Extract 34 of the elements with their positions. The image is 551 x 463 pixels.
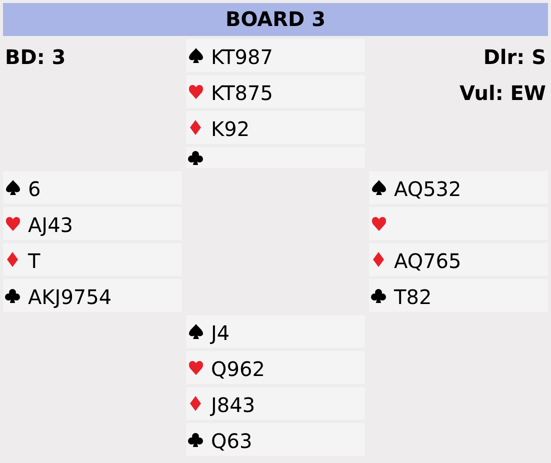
- suit-row: [3, 171, 182, 204]
- suit-row: [369, 171, 548, 204]
- suit-row: [186, 423, 365, 456]
- suit-row: [186, 39, 365, 72]
- suit-row: [3, 207, 182, 240]
- suit-row: [369, 279, 548, 312]
- dealer-label: Dlr: S: [483, 45, 546, 69]
- suit-row: [3, 243, 182, 276]
- card-holding: KT987: [211, 44, 273, 68]
- board-number: BD: 3: [5, 45, 66, 69]
- suit-row: [186, 315, 365, 348]
- card-holding: T: [28, 248, 40, 272]
- suit-row: [186, 351, 365, 384]
- suit-row: [186, 75, 365, 108]
- vulnerability-label: Vul: EW: [459, 81, 546, 105]
- suit-row: [186, 387, 365, 420]
- card-holding: AJ43: [28, 212, 74, 236]
- suit-row: [186, 147, 365, 168]
- card-holding: AQ532: [394, 176, 462, 200]
- card-holding: AKJ9754: [28, 284, 112, 308]
- card-holding: KT875: [211, 80, 273, 104]
- card-holding: K92: [211, 116, 250, 140]
- card-holding: J843: [211, 392, 256, 416]
- suit-row: [369, 243, 548, 276]
- suit-row: [369, 207, 548, 240]
- card-holding: AQ765: [394, 248, 462, 272]
- title-bar: BOARD 3: [3, 3, 548, 36]
- suit-row: [186, 111, 365, 144]
- suit-row: [3, 279, 182, 312]
- card-holding: T82: [394, 284, 432, 308]
- card-holding: Q63: [211, 428, 252, 452]
- card-holding: J4: [211, 320, 230, 344]
- card-holding: 6: [28, 176, 41, 200]
- card-holding: Q962: [211, 356, 265, 380]
